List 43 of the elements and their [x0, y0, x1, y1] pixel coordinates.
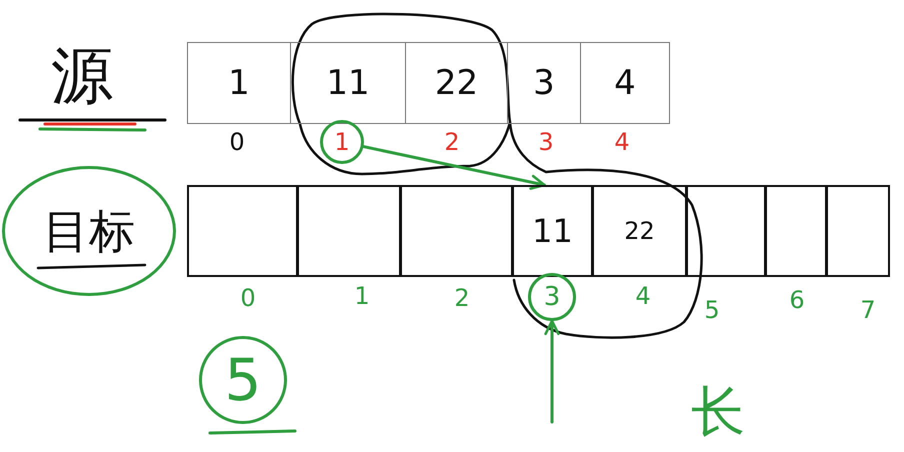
array-cell [580, 42, 670, 124]
index-number: 0 [229, 130, 245, 154]
index-number: 2 [444, 130, 460, 154]
arrow [362, 145, 546, 190]
cell-value: 4 [614, 66, 636, 100]
array-cell [765, 185, 827, 277]
length-number: 5 [224, 351, 262, 409]
array-cell [400, 185, 513, 277]
highlight-circle [320, 120, 364, 164]
array-cell [187, 185, 298, 277]
array-cell [512, 185, 593, 277]
index-number: 1 [334, 130, 350, 154]
length-label: 长 [691, 385, 745, 439]
array-cell [686, 185, 766, 277]
array-cell [507, 42, 581, 124]
highlight-circle [199, 336, 287, 424]
cell-value: 22 [434, 66, 478, 100]
index-number: 0 [240, 286, 256, 310]
array-cell [187, 42, 291, 124]
index-number: 7 [860, 298, 876, 322]
arrow [544, 320, 560, 424]
cell-value: 11 [532, 215, 573, 247]
index-number: 3 [544, 284, 560, 310]
cell-value: 22 [624, 219, 655, 243]
array-title: 目标 [43, 208, 135, 254]
index-number: 6 [789, 288, 805, 312]
index-number: 1 [354, 284, 370, 308]
index-number: 2 [454, 286, 470, 310]
index-number: 4 [614, 130, 630, 154]
array-cell [826, 185, 890, 277]
array-cell [297, 185, 401, 277]
array-cell [405, 42, 508, 124]
index-number: 3 [538, 130, 554, 154]
index-number: 5 [704, 298, 720, 322]
cell-value: 11 [326, 66, 370, 100]
array-title: 源 [51, 45, 113, 107]
title-ellipse [2, 166, 176, 296]
highlight-circle [528, 273, 576, 321]
index-number: 4 [635, 284, 651, 308]
array-cell [592, 185, 687, 277]
cell-value: 3 [533, 66, 555, 100]
cell-value: 1 [228, 66, 250, 100]
array-cell [290, 42, 406, 124]
